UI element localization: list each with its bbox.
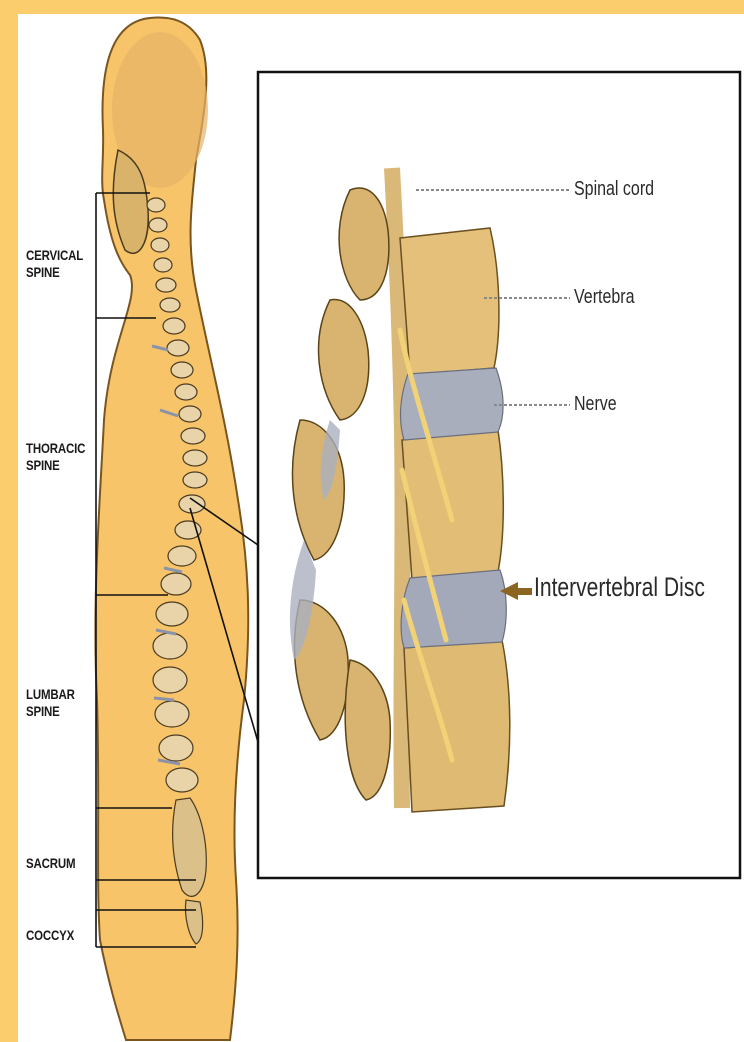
lumbar-spine-label: LUMBAR SPINE [26, 686, 75, 720]
label-line: CERVICAL [26, 247, 83, 264]
coccyx-label: COCCYX [26, 927, 74, 944]
label-line: SPINE [26, 264, 83, 281]
spinal-cord-callout: Spinal cord [574, 178, 654, 201]
intervertebral-disc-callout: Intervertebral Disc [534, 572, 705, 603]
label-line: THORACIC [26, 440, 85, 457]
label-line: SPINE [26, 703, 75, 720]
label-line: COCCYX [26, 927, 74, 944]
label-line: LUMBAR [26, 686, 75, 703]
label-line: SPINE [26, 457, 85, 474]
sacrum-label: SACRUM [26, 855, 75, 872]
cervical-spine-label: CERVICAL SPINE [26, 247, 83, 281]
nerve-callout: Nerve [574, 393, 617, 416]
label-line: SACRUM [26, 855, 75, 872]
vertebra-callout: Vertebra [574, 286, 634, 309]
thoracic-spine-label: THORACIC SPINE [26, 440, 85, 474]
